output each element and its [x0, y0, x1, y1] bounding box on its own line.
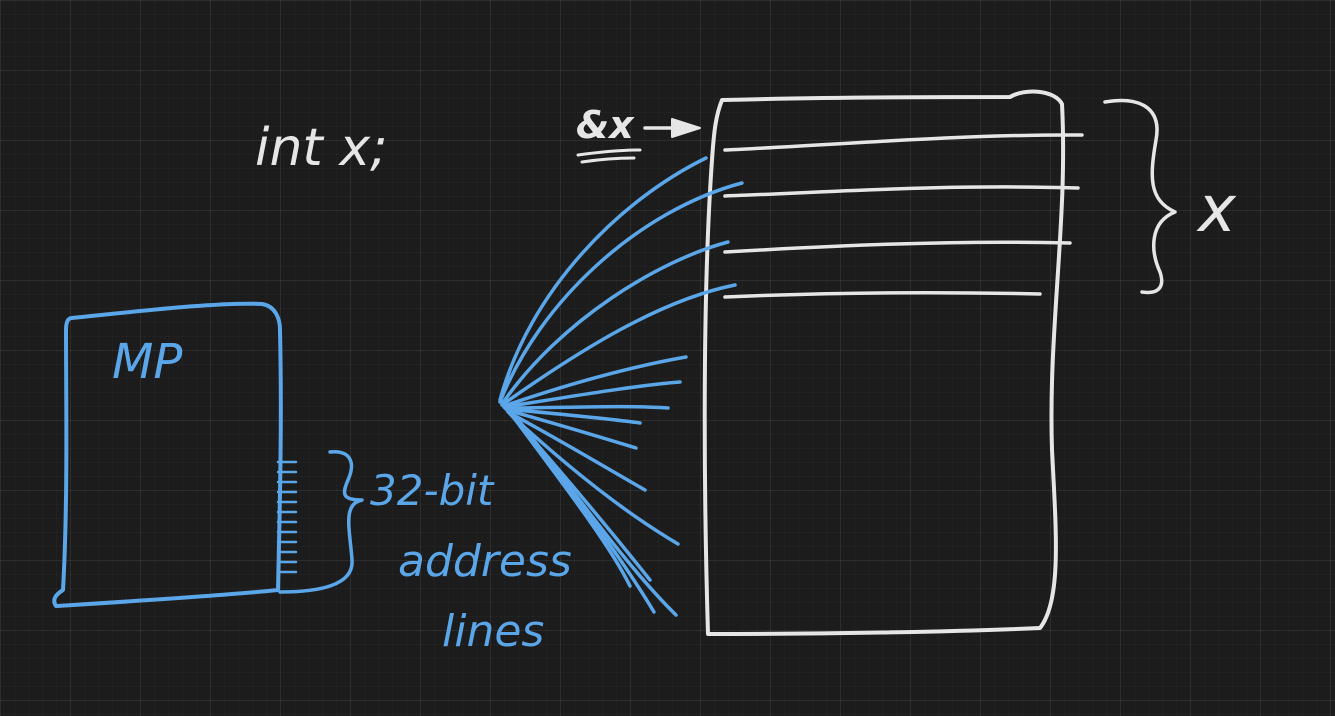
memory-brace: [1103, 98, 1177, 295]
address-arrowhead: [671, 118, 701, 138]
declaration-text: int x;: [255, 118, 388, 178]
memory-variable-label: x: [1198, 173, 1236, 247]
memory-row-line-3: [723, 240, 1072, 254]
lines-text: lines: [442, 606, 545, 657]
memory-row-line-1: [723, 133, 1084, 152]
address-text: address: [398, 536, 572, 587]
processor-label: MP: [112, 334, 183, 390]
bit-width-text: 32-bit: [370, 466, 494, 515]
address-of-text: &x: [576, 103, 634, 147]
address-line-fan: [498, 156, 744, 617]
memory-row-line-2: [723, 185, 1080, 198]
memory-row-line-4: [723, 291, 1042, 299]
address-pin-brace: [278, 450, 364, 594]
memory-block-outline: [702, 89, 1066, 636]
address-pin-ticks: [276, 460, 298, 574]
processor-outline: [52, 301, 283, 608]
address-underline-1: [576, 148, 642, 157]
address-underline-2: [580, 156, 636, 164]
